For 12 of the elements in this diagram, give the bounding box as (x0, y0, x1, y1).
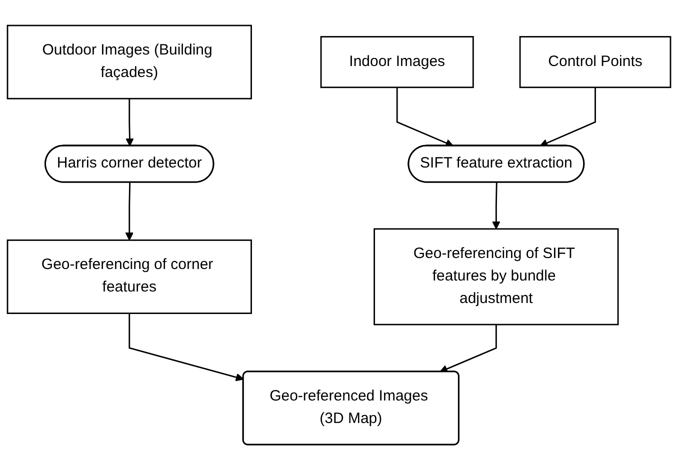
arrow (126, 99, 134, 147)
node-box: Geo-referencing of corner features (6, 240, 252, 314)
node-box: Outdoor Images (Building façades) (6, 25, 252, 100)
node-box: Indoor Images (320, 36, 474, 89)
arrow (396, 88, 454, 148)
arrow (128, 314, 244, 382)
node-box: Geo-referencing of SIFT features by bundle adjustment (374, 228, 619, 326)
arrow (440, 325, 497, 374)
arrow (540, 88, 596, 148)
arrow (492, 182, 500, 230)
node-box: Control Points (519, 36, 672, 89)
arrow (125, 182, 134, 242)
